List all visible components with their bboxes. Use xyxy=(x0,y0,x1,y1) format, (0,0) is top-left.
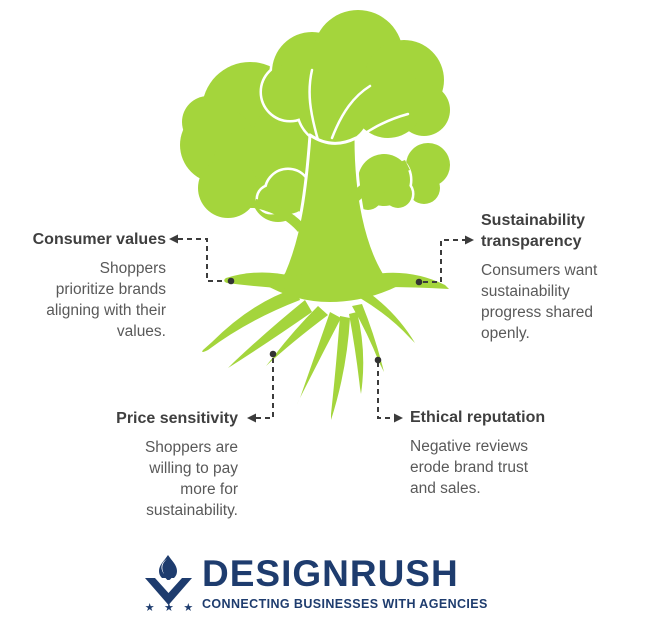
connector-ethical-reputation xyxy=(374,356,403,423)
callout-text-line: Shoppers are xyxy=(144,439,238,456)
callout-price-sensitivity: Price sensitivity Shoppers are willing t… xyxy=(78,408,238,521)
callout-text-line: more for xyxy=(180,481,238,498)
callout-body: Shoppers are willing to pay more for sus… xyxy=(78,437,238,521)
callout-text-line: erode brand trust xyxy=(410,459,529,476)
connector-sustainability-transparency xyxy=(415,235,474,286)
tree-roots xyxy=(202,272,449,420)
v-mark xyxy=(145,578,192,605)
logo-wordmark: DESIGNRUSH xyxy=(202,553,459,594)
arrow-right-icon xyxy=(394,413,403,423)
flame-icon xyxy=(159,555,177,580)
callout-text-line: openly. xyxy=(481,325,530,342)
arrow-right-icon xyxy=(465,235,474,245)
callout-text-line: sustainability. xyxy=(146,502,238,519)
callout-title: Price sensitivity xyxy=(116,410,238,427)
callout-consumer-values: Consumer values Shoppers prioritize bran… xyxy=(8,229,166,342)
callout-sustainability-transparency: Sustainability transparency Consumers wa… xyxy=(481,210,619,344)
callout-text-line: Negative reviews xyxy=(410,438,529,455)
callout-text-line: willing to pay xyxy=(149,460,238,477)
callout-text-line: Shoppers xyxy=(99,260,166,277)
callout-text-line: sustainability xyxy=(481,283,570,300)
callout-body: Consumers want sustainability progress s… xyxy=(481,260,619,344)
designrush-logo-icon xyxy=(145,555,192,605)
callout-ethical-reputation: Ethical reputation Negative reviews erod… xyxy=(410,407,580,499)
connector-price-sensitivity xyxy=(247,350,277,423)
arrow-left-icon xyxy=(169,234,178,244)
logo-text: DESIGNRUSH CONNECTING BUSINESSES WITH AG… xyxy=(202,553,488,611)
callout-title: Ethical reputation xyxy=(410,409,546,426)
connector-consumer-values xyxy=(169,234,235,285)
callout-text-line: values. xyxy=(116,323,166,340)
callout-text-line: prioritize brands xyxy=(55,281,166,298)
arrow-left-icon xyxy=(247,413,256,423)
callout-title: Sustainability transparency xyxy=(481,212,586,250)
root-dot xyxy=(415,278,423,286)
callout-body: Shoppers prioritize brands aligning with… xyxy=(8,258,166,342)
tree-canopy xyxy=(177,7,453,225)
logo-stars: ★ ★ ★ xyxy=(144,601,197,614)
root-dot xyxy=(374,356,382,364)
callout-body: Negative reviews erode brand trust and s… xyxy=(410,436,580,499)
root-dot xyxy=(269,350,277,358)
logo-tagline: CONNECTING BUSINESSES WITH AGENCIES xyxy=(202,597,488,611)
callout-text-line: Consumers want xyxy=(481,262,598,279)
callout-title: Consumer values xyxy=(32,231,166,248)
callout-text-line: progress shared xyxy=(481,304,594,321)
callout-text-line: aligning with their xyxy=(46,302,166,319)
callout-connectors xyxy=(169,234,474,423)
callout-text-line: and sales. xyxy=(410,480,481,497)
root-dot xyxy=(227,277,235,285)
tree-trunk xyxy=(254,133,410,294)
